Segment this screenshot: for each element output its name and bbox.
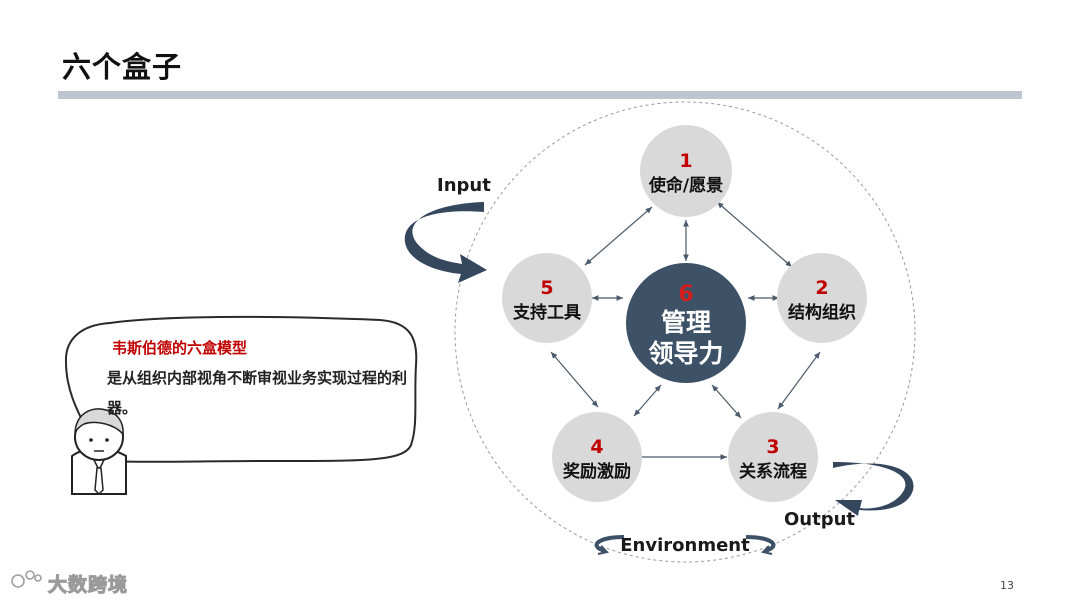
input-label: Input <box>437 175 491 196</box>
node-5-number: 5 <box>540 277 553 299</box>
node-1-mission-vision: 1 使命/愿景 <box>640 125 732 217</box>
node-1-label: 使命/愿景 <box>648 175 723 196</box>
node-6-line2: 领导力 <box>648 339 723 368</box>
output-arrow <box>833 462 914 516</box>
callout-body: 是从组织内部视角不断审视业务实现过程的利器。 <box>107 369 408 417</box>
node-6-number: 6 <box>678 282 693 307</box>
node-4-label: 奖励激励 <box>563 461 631 482</box>
watermark-text: 大数跨境 <box>47 574 129 597</box>
arrow-6-4 <box>633 384 662 417</box>
arrow-1-2 <box>716 201 793 268</box>
environment-arrows <box>594 535 776 555</box>
node-2-number: 2 <box>815 277 828 299</box>
title-underline <box>58 91 1022 99</box>
node-3-number: 3 <box>766 436 779 458</box>
environment-label: Environment <box>620 535 750 556</box>
callout-title: 韦斯伯德的六盒模型 <box>112 339 248 357</box>
watermark-logo <box>11 570 42 588</box>
node-3-label: 关系流程 <box>739 461 807 482</box>
node-6-leadership: 6 管理 领导力 <box>626 263 746 383</box>
node-4-rewards: 4 奖励激励 <box>552 412 642 502</box>
output-label: Output <box>784 509 855 530</box>
environment-boundary-circle <box>454 101 916 563</box>
node-1-number: 1 <box>679 150 692 172</box>
arrow-5-1 <box>584 206 653 266</box>
page-number: 13 <box>1000 579 1014 592</box>
node-4-number: 4 <box>590 436 603 458</box>
slide-title: 六个盒子 <box>62 50 183 84</box>
arrow-4-5 <box>550 351 599 408</box>
input-arrow <box>404 202 487 283</box>
node-2-label: 结构组织 <box>788 302 856 323</box>
arrow-6-3 <box>711 384 742 419</box>
cartoon-man <box>71 408 127 496</box>
node-3-relationships: 3 关系流程 <box>728 412 818 502</box>
connector-arrows <box>550 201 821 460</box>
arrow-2-3 <box>777 351 821 410</box>
node-5-label: 支持工具 <box>513 302 581 323</box>
node-6-line1: 管理 <box>661 308 711 337</box>
node-2-structure: 2 结构组织 <box>777 253 867 343</box>
node-5-tools: 5 支持工具 <box>502 253 592 343</box>
